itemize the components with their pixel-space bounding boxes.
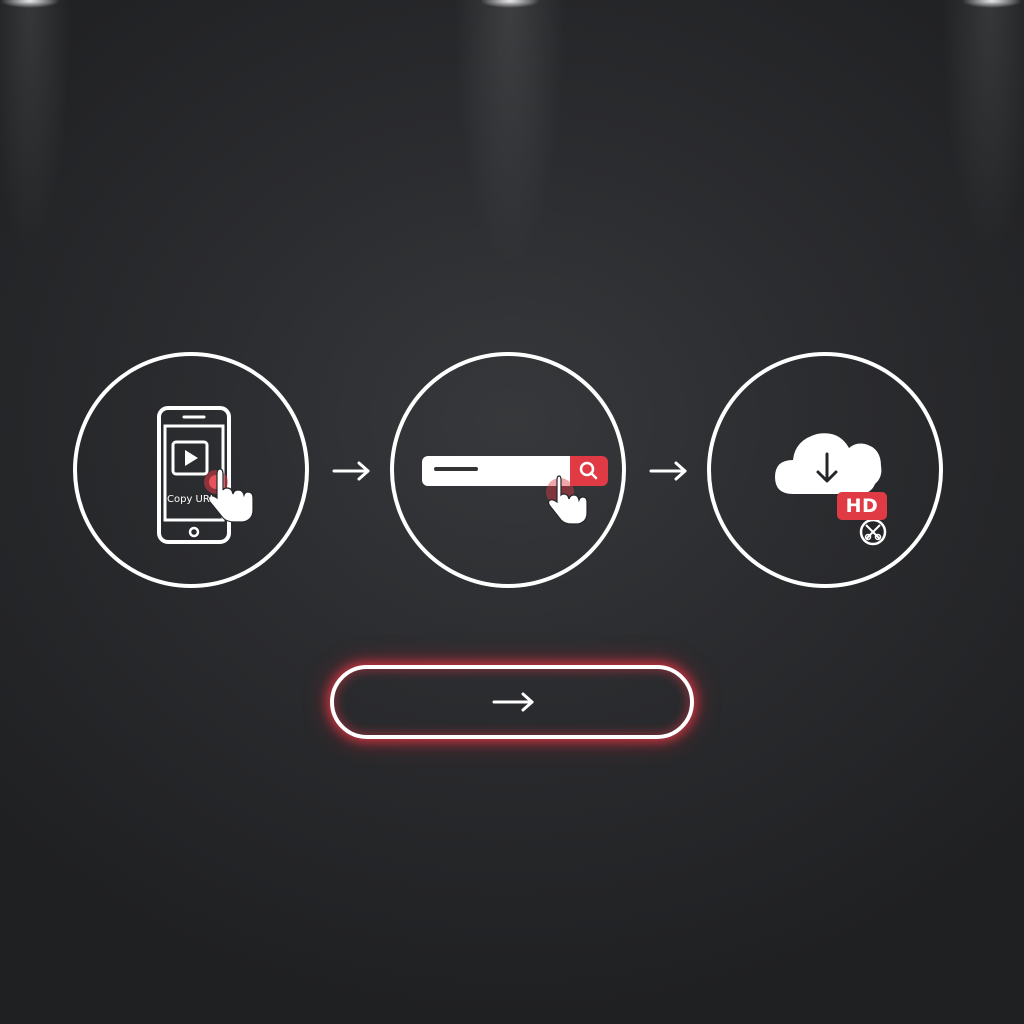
arrow-right-icon xyxy=(649,461,687,481)
step-download-hd: HD xyxy=(707,352,943,588)
copy-url-label: Copy URL xyxy=(167,494,216,505)
step-paste-search xyxy=(390,352,626,588)
continue-button[interactable] xyxy=(330,665,694,739)
phone-play-icon xyxy=(157,406,254,544)
arrow-right-icon xyxy=(332,461,370,481)
hd-badge: HD xyxy=(837,492,887,520)
spotlight xyxy=(0,0,60,8)
spotlight xyxy=(480,0,540,8)
arrow-right-icon xyxy=(492,692,534,712)
step-copy-url: Copy URL xyxy=(73,352,309,588)
spotlight xyxy=(962,0,1022,8)
search-bar-icon xyxy=(422,456,608,525)
cloud-download-icon xyxy=(775,433,887,546)
